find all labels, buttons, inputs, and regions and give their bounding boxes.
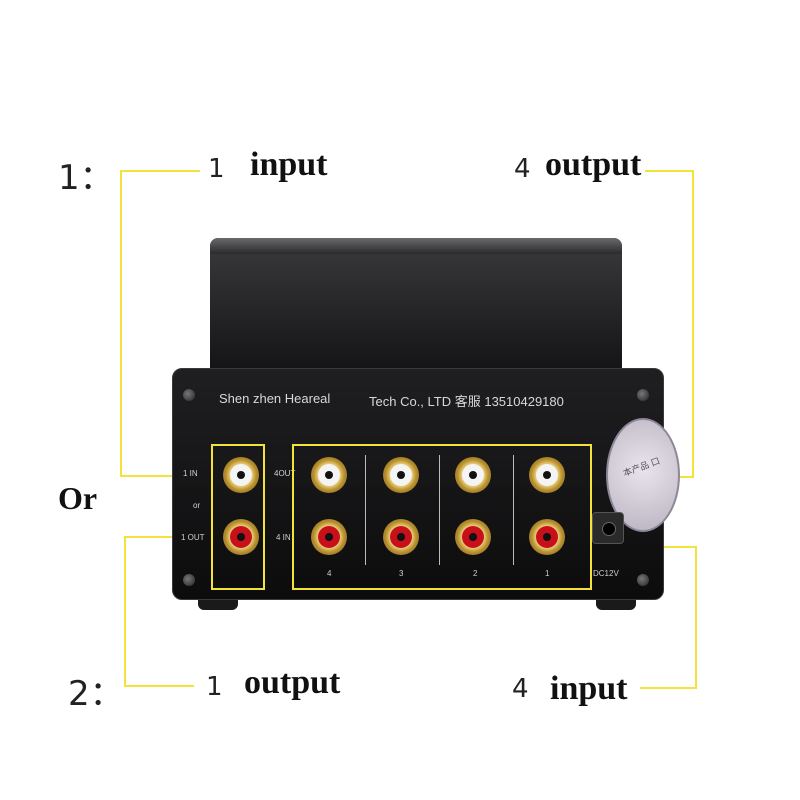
label-1-out: 1 OUT [181,533,205,542]
rca-jack-white [529,457,565,493]
or-label: Or [58,480,98,516]
label-4in: 4 IN [276,533,291,542]
mode2-input-number: 4 [512,674,529,704]
rca-jack-red [383,519,419,555]
device-rim [210,238,622,254]
screw-icon [637,574,649,586]
callout-line [120,475,212,477]
divider [439,455,440,565]
mode1-prefix: 1： [58,158,114,198]
mode1-output-number: 4 [514,154,531,184]
panel-company-name: Shen zhen Heareal [219,391,331,406]
label-1-in: 1 IN [183,469,198,478]
mode1-output-word: output [545,146,642,183]
screw-icon [183,389,195,401]
channel-label: 3 [399,569,404,578]
label-4out: 4OUT [274,469,296,478]
mode2-output-word: output [244,664,341,701]
dc12v-label: DC12V [593,569,619,578]
screw-icon [637,389,649,401]
callout-line [120,170,122,476]
rca-jack-white [311,457,347,493]
divider [513,455,514,565]
callout-line [124,536,212,538]
dc-power-jack [592,512,624,544]
channel-label: 1 [545,569,550,578]
channel-label: 2 [473,569,478,578]
callout-line [124,685,194,687]
warranty-sticker: 本产品 口 [606,418,680,532]
mode2-input-word: input [550,670,628,707]
mode2-prefix: 2： [68,674,124,714]
divider [365,455,366,565]
device-top-cover [210,238,622,368]
rca-jack-white [383,457,419,493]
highlight-box-single [211,444,265,590]
rear-panel: Shen zhen Heareal Tech Co., LTD 客服 13510… [172,368,664,600]
callout-line [640,687,697,689]
callout-line [692,170,694,478]
rca-jack-1in [223,457,259,493]
rca-jack-red [455,519,491,555]
rca-jack-red [529,519,565,555]
callout-line [124,536,126,686]
callout-line [695,546,697,688]
mode1-input-number: 1 [208,154,225,184]
callout-line [120,170,200,172]
channel-label: 4 [327,569,332,578]
label-or: or [193,501,201,510]
rca-jack-1out [223,519,259,555]
mode1-input-word: input [250,146,328,183]
screw-icon [183,574,195,586]
rca-jack-white [455,457,491,493]
panel-company-contact: Tech Co., LTD 客服 13510429180 [369,394,564,409]
mode2-output-number: 1 [206,672,223,702]
highlight-box-four [292,444,592,590]
rca-jack-red [311,519,347,555]
callout-line [645,170,693,172]
sticker-text: 本产品 口 [621,455,662,479]
